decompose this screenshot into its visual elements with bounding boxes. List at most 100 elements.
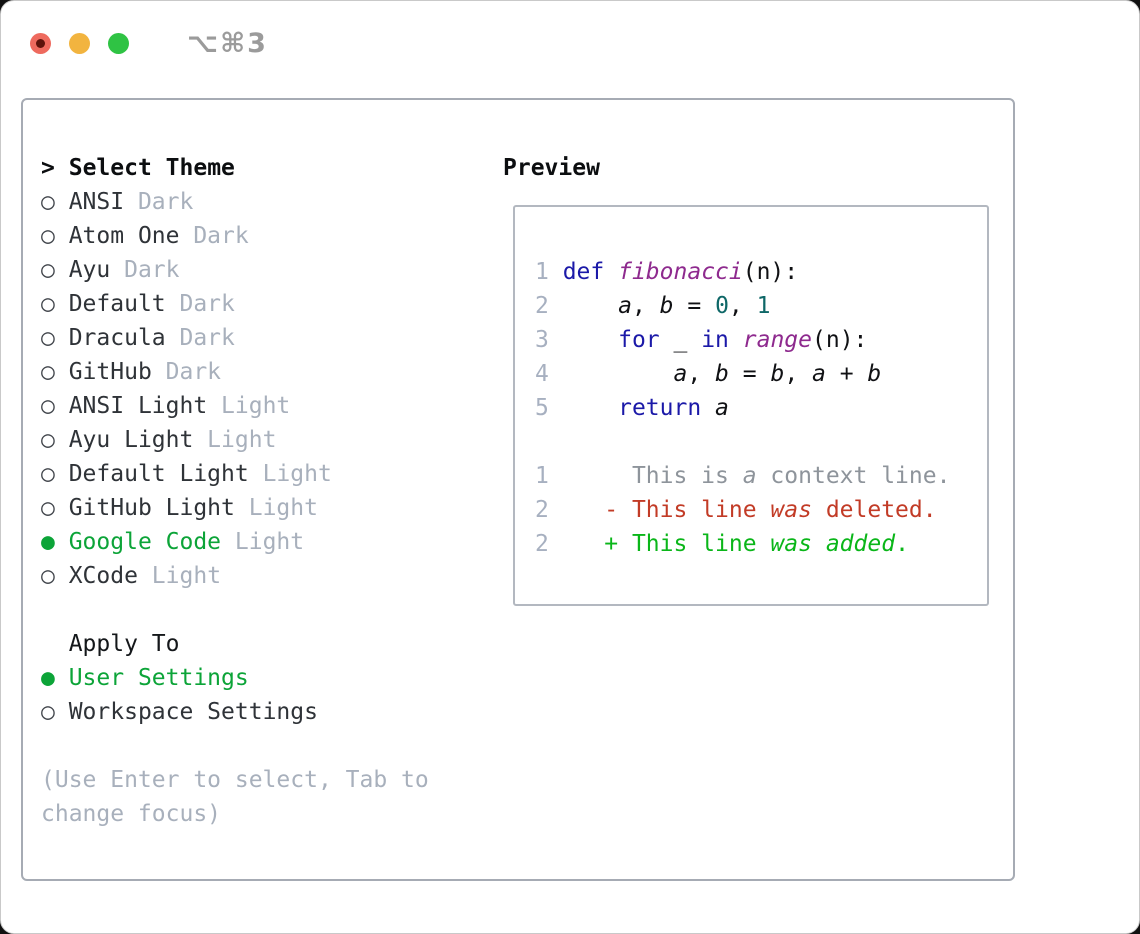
option-label: GitHub: [68, 359, 152, 385]
theme-option-github[interactable]: ○ GitHub Dark: [41, 355, 476, 389]
option-label: Ayu Light: [68, 427, 194, 453]
option-label: Default: [68, 291, 166, 317]
code-segment: was: [770, 497, 812, 523]
code-line: 2 - This line was deleted.: [535, 493, 950, 527]
code-segment: 3: [535, 327, 563, 353]
radio-icon: ○: [41, 699, 69, 725]
theme-option-ayu-light[interactable]: ○ Ayu Light Light: [41, 423, 476, 457]
code-segment: [729, 327, 743, 353]
code-segment: was: [770, 531, 812, 557]
code-segment: in: [701, 327, 729, 353]
apply-option-user-settings[interactable]: ● User Settings: [41, 661, 476, 695]
option-label: Workspace Settings: [68, 699, 318, 725]
option-label: User Settings: [68, 665, 249, 691]
code-segment: a: [812, 361, 826, 387]
theme-option-atom-one[interactable]: ○ Atom One Dark: [41, 219, 476, 253]
code-segment: added: [825, 531, 896, 557]
code-segment: =: [673, 293, 716, 319]
code-segment: [563, 327, 618, 353]
radio-icon: ○: [41, 393, 69, 419]
option-label: ANSI: [68, 189, 125, 215]
code-segment: a: [742, 463, 757, 489]
theme-variant-tag: Dark: [110, 257, 180, 283]
code-segment: for: [618, 327, 660, 353]
theme-variant-tag: Dark: [165, 325, 235, 351]
option-label: Default Light: [68, 461, 249, 487]
code-segment: b: [770, 361, 785, 387]
code-segment: 1: [535, 259, 563, 285]
radio-icon: ○: [41, 291, 69, 317]
theme-variant-tag: Light: [137, 563, 222, 589]
code-line: [535, 425, 950, 459]
theme-variant-tag: Light: [193, 427, 277, 453]
theme-column: > Select Theme ○ ANSI Dark○ Atom One Dar…: [41, 151, 476, 831]
theme-option-google-code[interactable]: ● Google Code Light: [41, 525, 476, 559]
theme-option-xcode[interactable]: ○ XCode Light: [41, 559, 476, 593]
spacer: [41, 593, 476, 627]
code-segment: =: [728, 361, 771, 387]
theme-option-dracula[interactable]: ○ Dracula Dark: [41, 321, 476, 355]
code-segment: [812, 531, 826, 557]
option-label: GitHub Light: [68, 495, 235, 521]
code-segment: - This line: [562, 497, 771, 523]
code-segment: (n):: [812, 327, 868, 353]
code-line: 5 return a: [535, 391, 950, 425]
option-label: Dracula: [68, 325, 166, 351]
theme-variant-tag: Dark: [124, 189, 194, 215]
code-segment: [563, 395, 618, 421]
theme-option-ayu[interactable]: ○ Ayu Dark: [41, 253, 476, 287]
theme-option-ansi-light[interactable]: ○ ANSI Light Light: [41, 389, 476, 423]
code-segment: def: [562, 259, 605, 285]
apply-option-workspace-settings[interactable]: ○ Workspace Settings: [41, 695, 476, 729]
theme-variant-tag: Light: [248, 461, 332, 487]
code-segment: return: [618, 395, 702, 421]
code-segment: b: [659, 293, 674, 319]
code-segment: [563, 361, 674, 387]
spacer: [41, 729, 476, 763]
option-label: ANSI Light: [68, 393, 208, 419]
select-theme-header: > Select Theme: [41, 151, 476, 185]
code-segment: fibonacci: [618, 259, 743, 285]
theme-variant-tag: Dark: [151, 359, 222, 385]
theme-option-default-light[interactable]: ○ Default Light Light: [41, 457, 476, 491]
theme-option-default[interactable]: ○ Default Dark: [41, 287, 476, 321]
theme-option-ansi[interactable]: ○ ANSI Dark: [41, 185, 476, 219]
theme-list: ○ ANSI Dark○ Atom One Dark○ Ayu Dark○ De…: [41, 185, 476, 593]
code-segment: (n):: [742, 259, 799, 285]
radio-icon: ○: [41, 325, 69, 351]
code-segment: ,: [631, 293, 660, 319]
apply-to-options: ● User Settings○ Workspace Settings: [41, 661, 476, 729]
code-line: 4 a, b = b, a + b: [535, 357, 950, 391]
radio-icon: ○: [41, 359, 69, 385]
code-segment: b: [867, 361, 882, 387]
close-button[interactable]: [30, 33, 51, 54]
prompt-icon: >: [41, 155, 55, 181]
code-line: 3 for _ in range(n):: [535, 323, 950, 357]
theme-variant-tag: Dark: [179, 223, 249, 249]
theme-variant-tag: Light: [221, 529, 305, 555]
code-line: 2 a, b = 0, 1: [535, 289, 950, 323]
theme-option-github-light[interactable]: ○ GitHub Light Light: [41, 491, 476, 525]
code-segment: ,: [728, 293, 757, 319]
theme-variant-tag: Light: [234, 495, 318, 521]
code-segment: ,: [784, 361, 813, 387]
zoom-button[interactable]: [108, 33, 129, 54]
code-segment: +: [825, 361, 868, 387]
radio-icon: ○: [41, 257, 69, 283]
radio-icon: ○: [41, 189, 69, 215]
code-segment: ,: [687, 361, 716, 387]
code-segment: 1: [535, 463, 563, 489]
radio-icon: ○: [41, 461, 69, 487]
select-theme-label: Select Theme: [68, 155, 235, 181]
radio-selected-icon: ●: [41, 529, 69, 555]
code-segment: This is: [562, 463, 743, 489]
code-segment: .: [895, 531, 909, 557]
theme-variant-tag: Light: [207, 393, 291, 419]
code-segment: 5: [535, 395, 563, 421]
option-label: XCode: [68, 563, 138, 589]
radio-icon: ○: [41, 563, 69, 589]
minimize-button[interactable]: [69, 33, 90, 54]
